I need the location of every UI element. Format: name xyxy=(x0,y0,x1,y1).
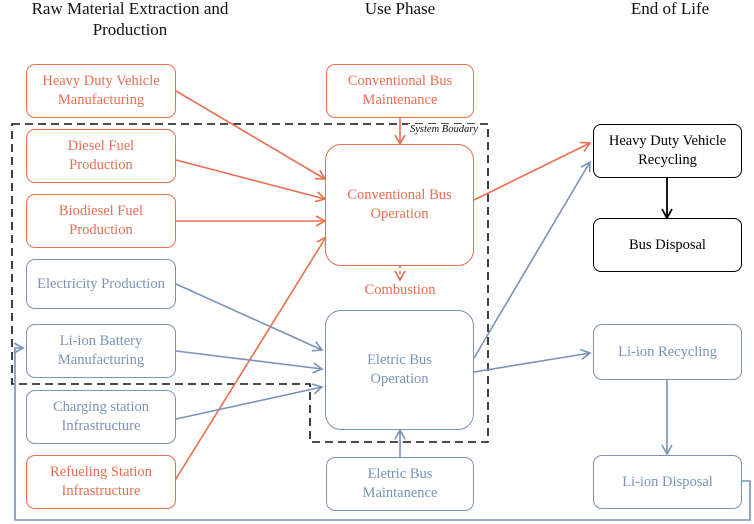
node-li-ion-battery-manufacturing[interactable]: Li-ion Battery Manufacturing xyxy=(26,324,176,378)
edge-hdv-manufacturing-to-conv-operation xyxy=(175,90,327,180)
node-conventional-bus-operation[interactable]: Conventional Bus Operation xyxy=(325,144,474,266)
node-electricity-production[interactable]: Electricity Production xyxy=(26,259,176,309)
combustion-label: Combustion xyxy=(364,282,436,298)
node-label: Electricity Production xyxy=(37,275,165,292)
node-li-ion-disposal[interactable]: Li-ion Disposal xyxy=(593,455,742,509)
node-li-ion-recycling[interactable]: Li-ion Recycling xyxy=(593,324,742,380)
node-label: Heavy Duty Vehicle Recycling xyxy=(608,133,727,168)
node-label: Bus Disposal xyxy=(629,236,706,253)
node-biodiesel-fuel-production[interactable]: Biodiesel Fuel Production xyxy=(26,194,176,248)
header-use-phase: Use Phase xyxy=(364,0,436,18)
edge-charging-to-eletric-operation xyxy=(175,383,324,420)
node-label: Charging station Infrastructure xyxy=(53,399,149,434)
node-heavy-duty-vehicle-recycling[interactable]: Heavy Duty Vehicle Recycling xyxy=(593,124,742,178)
node-label: Conventional Bus Operation xyxy=(347,187,452,222)
node-label: Eletric Bus Operation xyxy=(367,352,432,387)
node-label: Diesel Fuel Production xyxy=(67,138,135,173)
node-label: Li-ion Disposal xyxy=(622,473,713,490)
node-charging-station-infrastructure[interactable]: Charging station Infrastructure xyxy=(26,390,176,444)
edge-diesel-to-conv-operation xyxy=(175,159,327,203)
node-eletric-bus-operation[interactable]: Eletric Bus Operation xyxy=(325,310,474,430)
node-heavy-duty-vehicle-manufacturing[interactable]: Heavy Duty Vehicle Manufacturing xyxy=(26,64,176,118)
node-bus-disposal[interactable]: Bus Disposal xyxy=(593,218,742,272)
node-label: Conventional Bus Maintenance xyxy=(347,73,453,108)
node-label: Refueling Station Infrastructure xyxy=(50,464,152,499)
node-label: Heavy Duty Vehicle Manufacturing xyxy=(42,73,160,108)
node-label: Li-ion Battery Manufacturing xyxy=(57,333,145,368)
system-boundary-label: System Boudary xyxy=(408,124,480,135)
node-refueling-station-infrastructure[interactable]: Refueling Station Infrastructure xyxy=(26,455,176,509)
edge-battery-to-eletric-operation xyxy=(175,350,324,374)
node-conventional-bus-maintenance[interactable]: Conventional Bus Maintenance xyxy=(326,64,474,118)
edge-eletric-operation-to-hdv-recycling xyxy=(473,160,591,359)
edge-li-ion-disposal-to-battery-feedback xyxy=(13,342,751,521)
header-raw-material: Raw Material Extraction and Production xyxy=(31,0,229,39)
system-boundary-line xyxy=(11,123,489,443)
edge-eletric-operation-to-li-ion-recycling xyxy=(473,348,592,373)
node-label: Biodiesel Fuel Production xyxy=(58,203,144,238)
node-diesel-fuel-production[interactable]: Diesel Fuel Production xyxy=(26,129,176,183)
node-label: Li-ion Recycling xyxy=(618,343,717,360)
edge-conv-operation-to-hdv-recycling xyxy=(473,141,592,201)
header-end-of-life: End of Life xyxy=(630,0,710,18)
node-eletric-bus-maintanence[interactable]: Eletric Bus Maintanence xyxy=(326,457,474,511)
edge-electricity-to-eletric-operation xyxy=(175,283,324,352)
node-label: Eletric Bus Maintanence xyxy=(362,466,438,501)
